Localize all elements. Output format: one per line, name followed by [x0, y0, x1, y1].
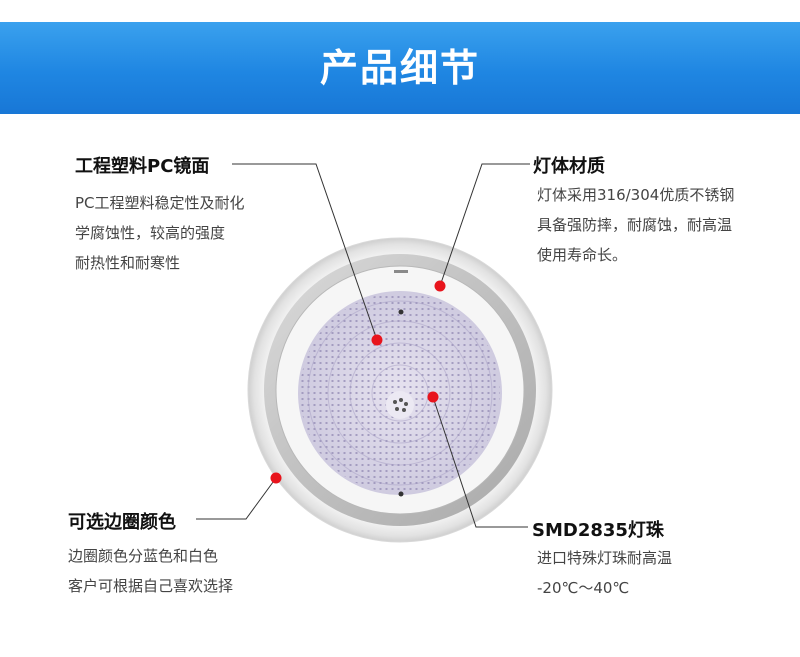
- leader-line-lens: [232, 163, 378, 341]
- leader-line-body: [439, 163, 530, 287]
- callout-lens-line: PC工程塑料稳定性及耐化: [75, 194, 245, 212]
- callout-body-line: 灯体采用316/304优质不锈钢: [537, 186, 735, 204]
- callout-led-title: SMD2835灯珠: [532, 520, 664, 541]
- callout-lens-desc: PC工程塑料稳定性及耐化 学腐蚀性，较高的强度 耐热性和耐寒性: [75, 188, 245, 278]
- callout-lens-line: 耐热性和耐寒性: [75, 254, 181, 272]
- callout-body-line: 使用寿命长。: [537, 246, 628, 264]
- callout-body-line: 具备强防摔，耐腐蚀，耐高温: [537, 216, 733, 234]
- callout-ring-desc: 边圈颜色分蓝色和白色 客户可根据自己喜欢选择: [68, 541, 233, 601]
- lens-center: [386, 391, 414, 419]
- callout-led-line: -20℃～40℃: [537, 579, 630, 597]
- marker-lens: [371, 334, 383, 346]
- header-banner: 产品细节: [0, 22, 800, 114]
- marker-ring: [270, 472, 282, 484]
- callout-body-title: 灯体材质: [533, 156, 605, 177]
- marker-body: [434, 280, 446, 292]
- callout-led-line: 进口特殊灯珠耐高温: [537, 549, 673, 567]
- callout-body-desc: 灯体采用316/304优质不锈钢 具备强防摔，耐腐蚀，耐高温 使用寿命长。: [537, 180, 734, 270]
- callout-ring-line: 边圈颜色分蓝色和白色: [68, 547, 219, 565]
- leader-line-led: [432, 396, 528, 528]
- leader-line-ring: [196, 477, 277, 520]
- marker-led: [427, 391, 439, 403]
- screw-bottom: [398, 491, 404, 497]
- callout-lens-title: 工程塑料PC镜面: [75, 156, 210, 177]
- screw-top: [398, 309, 404, 315]
- callout-ring-title: 可选边圈颜色: [68, 512, 176, 533]
- page-title: 产品细节: [319, 46, 480, 90]
- brand-mark: [394, 270, 408, 273]
- callout-lens-line: 学腐蚀性，较高的强度: [75, 224, 226, 242]
- callout-ring-line: 客户可根据自己喜欢选择: [68, 577, 234, 595]
- callout-led-desc: 进口特殊灯珠耐高温 -20℃～40℃: [537, 543, 672, 603]
